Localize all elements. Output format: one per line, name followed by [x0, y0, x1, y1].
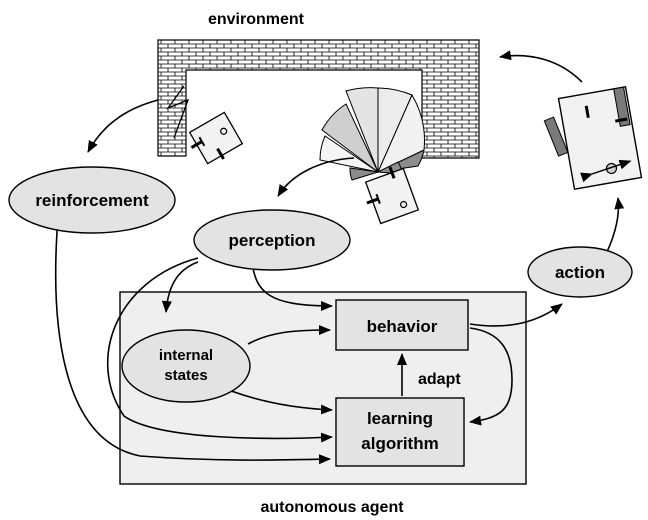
perception-node: perception	[193, 209, 351, 271]
brick-wall	[157, 39, 480, 159]
learning-algorithm-node: learning algorithm	[335, 397, 465, 467]
robot-right-icon	[543, 85, 643, 191]
behavior-node: behavior	[335, 299, 469, 351]
robot-center-icon	[364, 166, 420, 225]
learning-label-line2: algorithm	[361, 434, 438, 453]
perception-label: perception	[229, 231, 316, 250]
agent-label: autonomous agent	[260, 499, 404, 516]
action-node: action	[527, 246, 633, 298]
collision-mark	[166, 85, 190, 139]
reinforcement-node: reinforcement	[8, 166, 176, 234]
internal-states-label-line2: states	[164, 367, 207, 384]
reinforcement-label: reinforcement	[35, 191, 149, 210]
sensor-fan	[319, 87, 425, 181]
environment-label: environment	[208, 11, 305, 28]
adapt-label: adapt	[418, 371, 461, 388]
learning-label-line1: learning	[367, 409, 433, 428]
action-label: action	[555, 263, 605, 282]
internal-states-node: internal states	[121, 329, 251, 403]
behavior-label: behavior	[367, 317, 438, 336]
robot-left-icon	[188, 111, 244, 165]
internal-states-label-line1: internal	[159, 347, 213, 364]
